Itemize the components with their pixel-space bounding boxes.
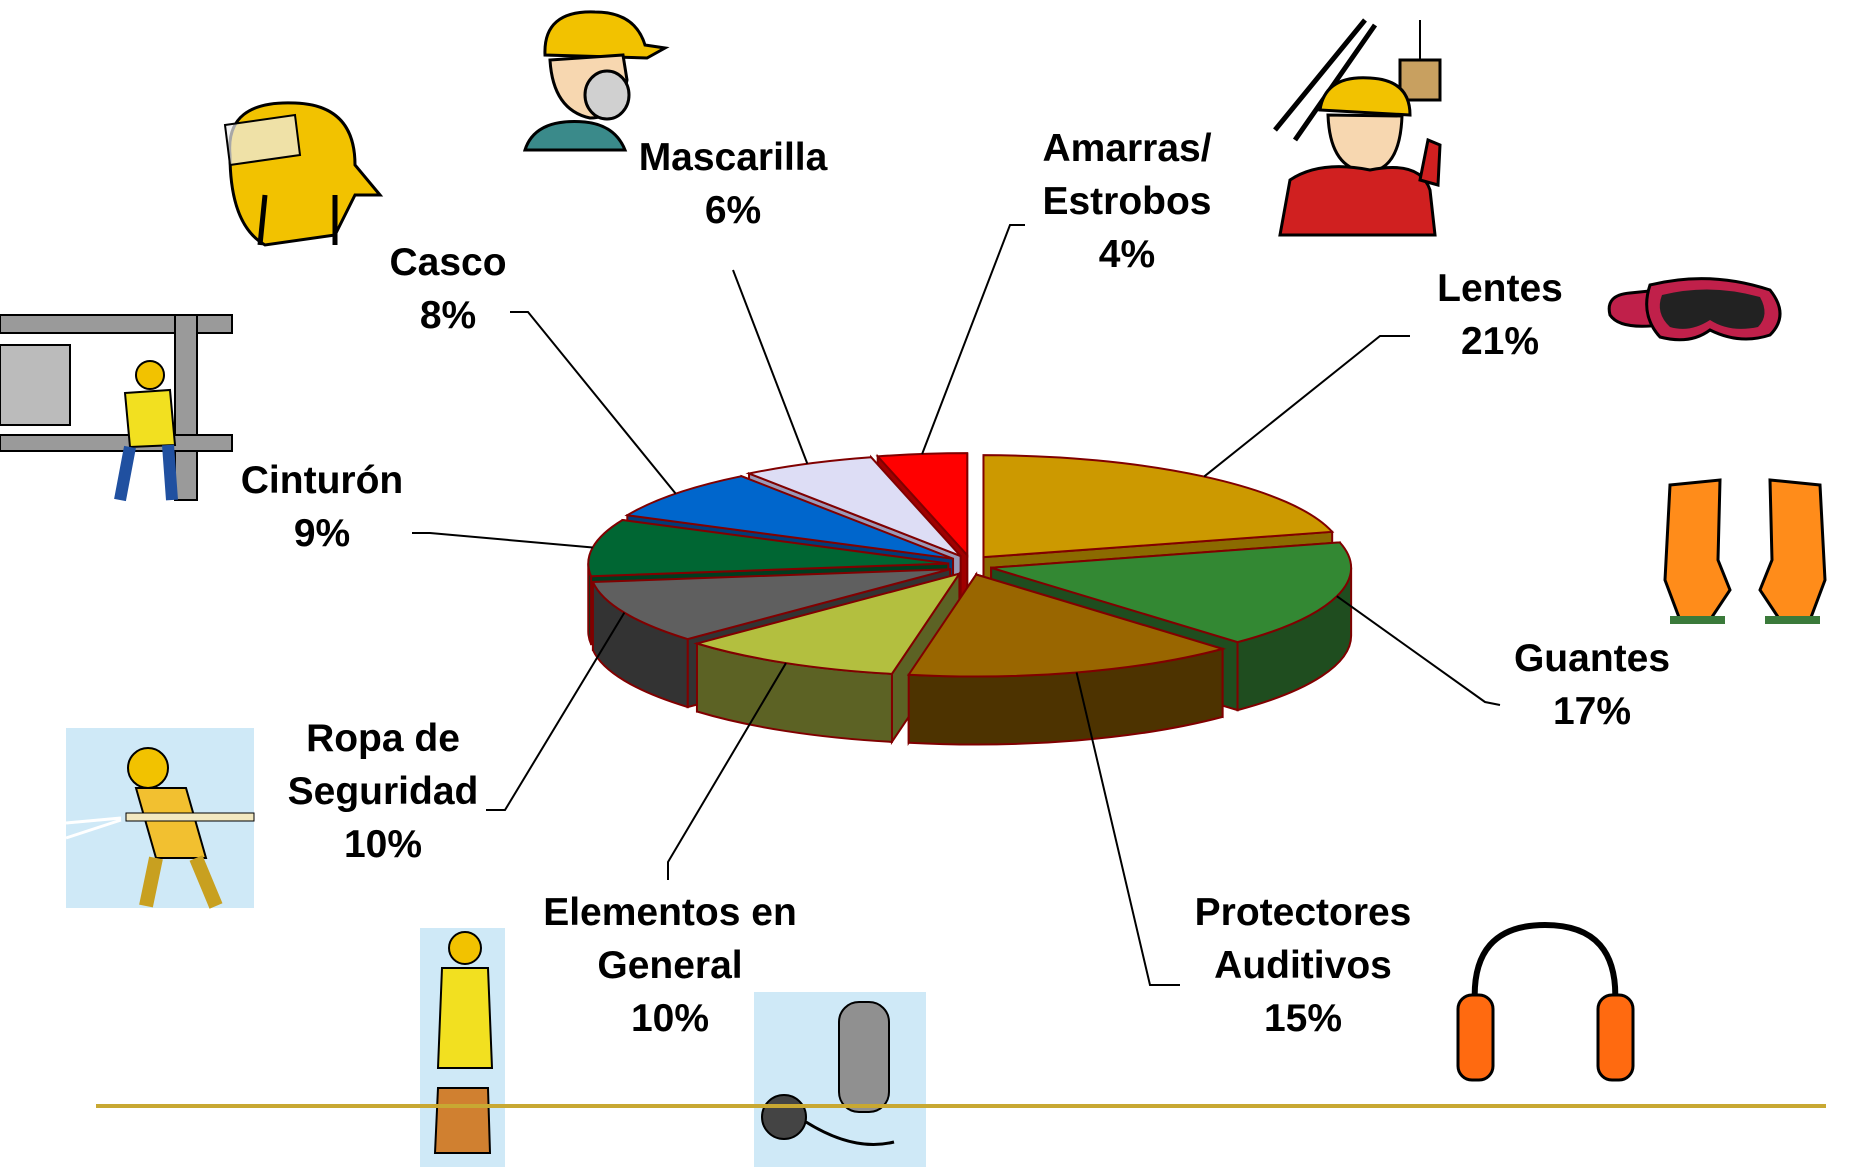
- data-label-line: Ropa de: [306, 717, 460, 760]
- beam-worker-icon: [0, 314, 233, 502]
- goggles-icon: [1607, 277, 1782, 342]
- data-label-percent: 6%: [704, 189, 762, 232]
- pie-slice-amarras-estrobos: [875, 452, 969, 558]
- leader-lines: [412, 224, 1501, 986]
- data-label-percent: 8%: [419, 294, 477, 337]
- data-label-percent: 10%: [630, 997, 710, 1040]
- data-label-line: Auditivos: [1214, 944, 1392, 987]
- pie-slice-casco: [624, 475, 954, 560]
- leader-line: [412, 532, 593, 549]
- data-label-percent: 21%: [1460, 320, 1540, 363]
- ear-protectors-icon: [1456, 921, 1635, 1082]
- pie-slice-elementos-en-general: [693, 572, 962, 675]
- leader-line: [667, 662, 787, 880]
- data-label-casco: Casco 8%: [389, 236, 506, 342]
- breathing-apparatus-icon: [754, 992, 926, 1167]
- data-label-ropa-de-seguridad: Ropa de Seguridad 10%: [288, 712, 479, 871]
- pie-top-faces: [587, 452, 1353, 678]
- data-label-guantes: Guantes 17%: [1514, 632, 1670, 738]
- firefighter-icon: [65, 728, 255, 909]
- data-label-line: Cinturón: [240, 459, 404, 502]
- pie-slice-lentes: [982, 454, 1335, 559]
- data-label-line: Elementos en: [543, 891, 797, 934]
- data-label-amarras-estrobos: Amarras/Estrobos 4%: [1042, 122, 1211, 281]
- pie-slice-mascarilla: [745, 456, 962, 557]
- pie-slice-ropa-de-seguridad: [591, 568, 951, 641]
- data-label-percent: 17%: [1552, 690, 1632, 733]
- turnout-gear-icon: [420, 928, 505, 1167]
- fire-helmet-icon: [223, 101, 384, 247]
- data-label-percent: 10%: [343, 823, 423, 866]
- data-label-elementos-en-general: Elementos en General 10%: [543, 886, 797, 1045]
- data-label-percent: 15%: [1263, 997, 1343, 1040]
- data-label-lentes: Lentes 21%: [1437, 262, 1563, 368]
- pie-slice-guantes: [990, 541, 1353, 644]
- data-label-line: Amarras/: [1042, 127, 1212, 170]
- pie-slice-protectores-auditivos: [906, 573, 1227, 678]
- leader-line: [510, 311, 677, 495]
- data-label-line: General: [597, 944, 743, 987]
- data-label-line: Guantes: [1513, 637, 1671, 680]
- leader-line: [732, 269, 809, 465]
- data-label-line: Seguridad: [287, 770, 479, 813]
- leader-line: [1336, 595, 1501, 706]
- gloves-icon: [1663, 478, 1827, 624]
- leader-line: [486, 612, 626, 811]
- pie-slice-cintur-n: [587, 518, 949, 578]
- data-label-percent: 4%: [1098, 233, 1156, 276]
- data-label-line: Estrobos: [1042, 180, 1212, 223]
- data-label-mascarilla: Mascarilla 6%: [639, 131, 828, 237]
- data-label-line: Casco: [389, 241, 507, 284]
- data-label-line: Mascarilla: [638, 136, 828, 179]
- data-label-cintur-n: Cinturón 9%: [241, 454, 403, 560]
- leader-line: [1075, 672, 1180, 986]
- crane-worker-icon: [1273, 18, 1442, 237]
- data-label-line: Lentes: [1437, 267, 1563, 310]
- data-label-line: Protectores: [1194, 891, 1412, 934]
- mask-worker-icon: [522, 10, 670, 152]
- data-label-percent: 9%: [293, 512, 351, 555]
- leader-line: [921, 224, 1025, 455]
- leader-line: [1203, 335, 1410, 478]
